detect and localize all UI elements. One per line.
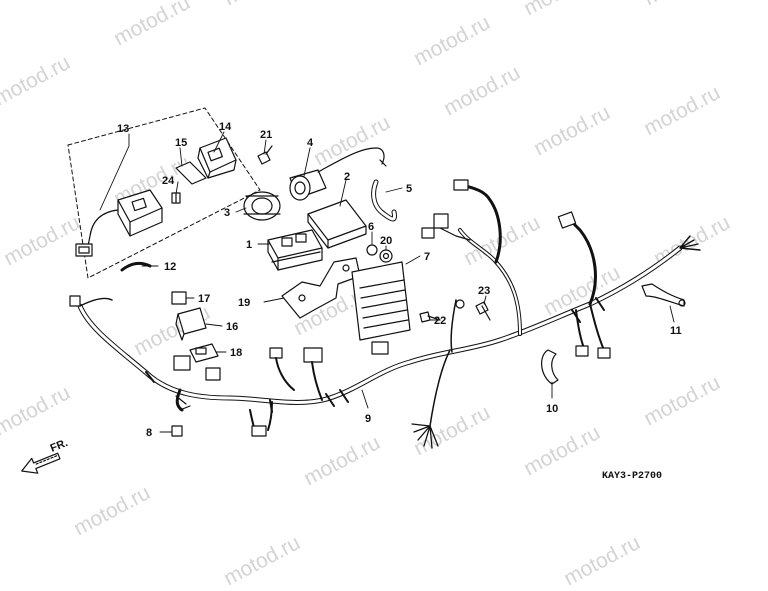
part-4-coil — [289, 147, 387, 201]
callout-12: 12 — [164, 261, 176, 273]
part-1-fusebox — [267, 229, 323, 271]
callout-2: 2 — [344, 171, 350, 183]
part-11-bracket — [641, 283, 686, 307]
front-direction-label: FR. — [49, 437, 70, 455]
part-2-module — [307, 199, 367, 249]
part-18-connector — [189, 343, 219, 363]
part-9-wire-harness — [69, 179, 701, 449]
part-16-relay — [175, 307, 207, 341]
callout-10: 10 — [546, 403, 558, 415]
part-21-bolt — [257, 145, 273, 165]
part-10-clamp — [541, 349, 559, 385]
callout-11: 11 — [670, 325, 682, 337]
callout-13: 13 — [117, 123, 129, 135]
callout-21: 21 — [260, 129, 272, 141]
callout-20: 20 — [380, 235, 392, 247]
part-7-regulator — [351, 261, 411, 355]
part-12-band — [120, 261, 152, 272]
diagram-code: KAY3-P2700 — [602, 471, 662, 482]
callout-4: 4 — [307, 137, 314, 149]
callout-5: 5 — [406, 183, 412, 195]
callout-9: 9 — [365, 413, 371, 425]
callout-14: 14 — [219, 121, 232, 133]
part-15-plate — [175, 161, 207, 185]
part-6-grommet — [366, 244, 378, 256]
callout-22: 22 — [434, 315, 446, 327]
part-17-relay — [171, 291, 187, 305]
part-14-cover — [197, 137, 237, 179]
part-3-boot — [243, 191, 281, 221]
callout-6: 6 — [368, 221, 374, 233]
part-23-bolt — [475, 301, 491, 321]
callout-17: 17 — [198, 293, 210, 305]
callout-19: 19 — [238, 297, 250, 309]
callout-1: 1 — [246, 239, 252, 251]
assembly-group-box — [67, 107, 261, 279]
callout-leaders — [99, 131, 675, 433]
callout-23: 23 — [478, 285, 490, 297]
callout-7: 7 — [424, 251, 430, 263]
front-direction-arrow — [21, 452, 61, 474]
part-20-grommet — [379, 249, 393, 263]
part-24-clip — [171, 192, 181, 204]
parts-diagram: 13 14 15 24 12 21 4 2 5 3 1 6 20 7 19 23… — [21, 107, 701, 482]
part-13-unit — [75, 189, 163, 257]
callout-18: 18 — [230, 347, 242, 359]
callout-16: 16 — [226, 321, 238, 333]
callout-3: 3 — [224, 207, 230, 219]
callout-15: 15 — [175, 137, 187, 149]
callout-8: 8 — [146, 427, 152, 439]
callout-24: 24 — [162, 175, 175, 187]
part-8-clip — [171, 425, 183, 437]
